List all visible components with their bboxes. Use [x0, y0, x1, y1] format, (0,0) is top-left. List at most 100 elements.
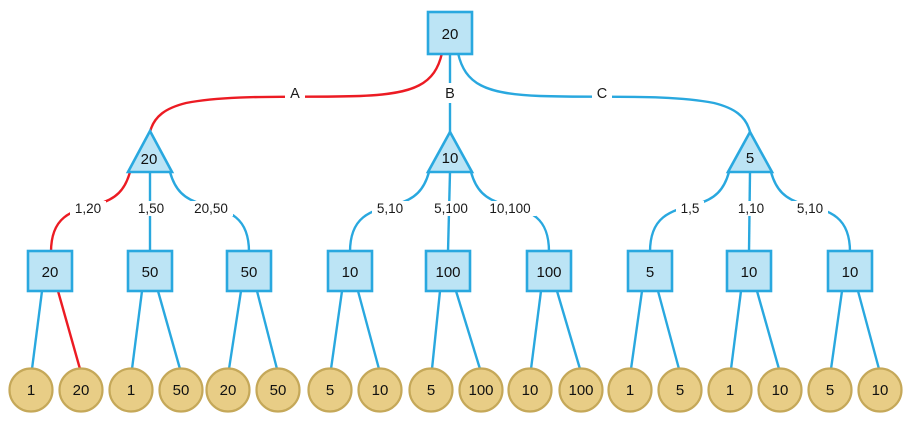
mid-nodes: 20 50 50 10 100 100 5 10 10	[26, 249, 874, 293]
leaf-value: 5	[826, 382, 834, 399]
label-bg	[372, 201, 408, 216]
leaf-circle	[807, 367, 853, 413]
leaf-circle	[408, 367, 454, 413]
triangle-node-a	[125, 128, 175, 174]
label-bg	[285, 84, 305, 101]
label-bg	[189, 201, 233, 216]
leaf-value: 10	[772, 382, 789, 399]
leaf-circle	[757, 367, 803, 413]
leaf-edge-1	[56, 290, 82, 370]
leaf-circle	[8, 367, 54, 413]
root-square	[426, 10, 474, 56]
leaf-edge-0	[30, 290, 44, 370]
leaf-edge-10	[529, 290, 543, 370]
leaf-value: 5	[676, 382, 684, 399]
mid-square	[126, 249, 174, 293]
leaf-edge-8	[430, 290, 442, 370]
leaf-edge-4	[227, 290, 243, 370]
mid-square	[225, 249, 273, 293]
edge-labels: 1,20 1,50 20,50 5,10 5,100 10,100 1,5 1,…	[70, 201, 828, 216]
edge-label: 1,50	[138, 201, 164, 216]
edge-label: 1,5	[681, 201, 700, 216]
leaf-circle	[158, 367, 204, 413]
mid-value: 20	[42, 264, 59, 281]
leaf-circle	[255, 367, 301, 413]
mid-square	[26, 249, 74, 293]
edge-label: 1,20	[75, 201, 101, 216]
leaf-circle	[558, 367, 604, 413]
leaf-edge-3	[156, 290, 182, 370]
leaf-circle	[205, 367, 251, 413]
leaf-edge-17	[856, 290, 881, 370]
leaf-circle	[607, 367, 653, 413]
edge-label: 20,50	[194, 201, 228, 216]
mid-square	[725, 249, 773, 293]
branch-label-b: B	[445, 86, 455, 102]
leaf-value: 1	[127, 382, 135, 399]
leaf-circle	[707, 367, 753, 413]
mid-square	[424, 249, 472, 293]
edge-label: 10,100	[489, 201, 530, 216]
mid-square	[826, 249, 874, 293]
leaf-value: 100	[468, 382, 493, 399]
leaf-value: 5	[427, 382, 435, 399]
leaf-circle	[657, 367, 703, 413]
label-bg	[676, 201, 704, 216]
leaf-value: 10	[522, 382, 539, 399]
leaf-circle	[58, 367, 104, 413]
leaf-edge-12	[629, 290, 644, 370]
mid-value: 50	[241, 264, 258, 281]
leaf-edges	[30, 290, 881, 370]
leaf-value: 10	[372, 382, 389, 399]
mid-square	[326, 249, 374, 293]
leaf-edge-9	[454, 290, 482, 370]
leaf-value: 100	[568, 382, 593, 399]
leaf-nodes: 1 20 1 50 20 50 5 10 5 100 10 100 1 5 1 …	[8, 367, 903, 413]
root-node: 20	[426, 10, 474, 56]
leaf-edge-16	[829, 290, 844, 370]
branch-label-a: A	[290, 86, 300, 102]
edge-branch-c	[456, 52, 752, 133]
triangle-node-c	[725, 129, 775, 174]
leaf-circle	[857, 367, 903, 413]
mid-square	[626, 249, 674, 293]
label-bg	[429, 201, 473, 216]
mid-value: 50	[142, 264, 159, 281]
edge-label: 5,10	[377, 201, 403, 216]
label-bg	[70, 201, 106, 216]
triangle-value: 5	[746, 150, 754, 167]
edge-label: 1,10	[738, 201, 764, 216]
leaf-circle	[307, 367, 353, 413]
edge-label: 5,10	[797, 201, 823, 216]
leaf-value: 10	[872, 382, 889, 399]
leaf-value: 20	[73, 382, 90, 399]
label-bg	[592, 84, 612, 101]
triangle-node-b	[425, 129, 475, 174]
leaf-circle	[458, 367, 504, 413]
leaf-value: 5	[326, 382, 334, 399]
leaf-circle	[108, 367, 154, 413]
edge-label: 5,100	[434, 201, 468, 216]
branch-labels: A B C	[285, 83, 612, 103]
leaf-edge-13	[656, 290, 681, 370]
mid-value: 10	[342, 264, 359, 281]
leaf-edge-7	[356, 290, 381, 370]
leaf-value: 1	[27, 382, 35, 399]
mid-value: 100	[536, 264, 561, 281]
leaf-value: 50	[270, 382, 287, 399]
leaf-value: 1	[626, 382, 634, 399]
leaf-value: 1	[726, 382, 734, 399]
mid-value: 5	[646, 264, 654, 281]
leaf-value: 50	[173, 382, 190, 399]
leaf-edge-2	[130, 290, 144, 370]
leaf-value: 20	[220, 382, 237, 399]
branch-label-c: C	[597, 86, 607, 102]
label-bg	[133, 201, 169, 216]
mid-value: 10	[842, 264, 859, 281]
mid-value: 100	[435, 264, 460, 281]
triangle-value: 20	[141, 151, 158, 168]
chance-nodes: 20 10 5	[125, 128, 775, 174]
triangle-value: 10	[442, 150, 459, 167]
